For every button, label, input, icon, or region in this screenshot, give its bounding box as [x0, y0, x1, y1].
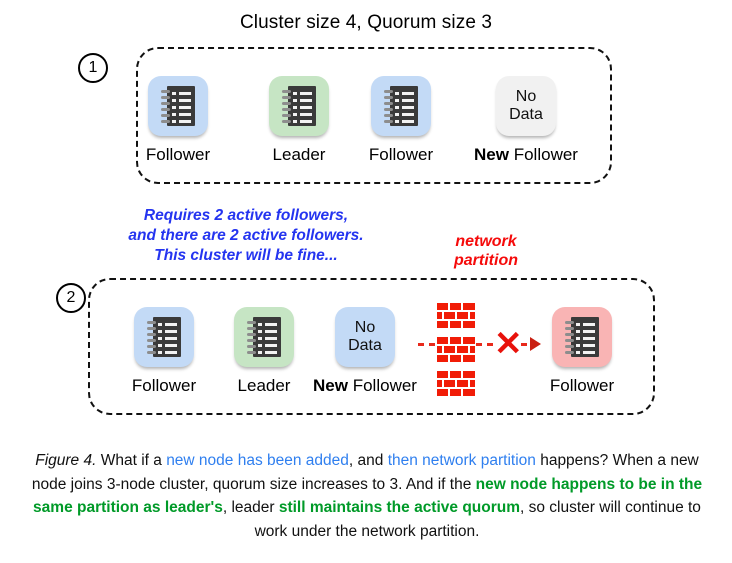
- node-tile: [552, 307, 612, 367]
- network-partition-label: network partition: [406, 232, 566, 270]
- cluster-box-row2: [88, 278, 655, 415]
- quorum-note-blue: Requires 2 active followers, and there a…: [106, 206, 386, 266]
- no-data-tile: No Data: [496, 76, 556, 136]
- node-label-bold: New: [474, 145, 509, 164]
- node-label: Leader: [272, 145, 326, 164]
- node-row2-isolated-follower[interactable]: Follower: [522, 307, 642, 396]
- caption-text-2: , and: [348, 452, 388, 469]
- node-tile: [148, 76, 208, 136]
- notepad-icon: [565, 317, 599, 357]
- node-label-rest: Follower: [348, 376, 417, 395]
- no-data-line1: No: [354, 319, 376, 336]
- caption-text-5: , so cluster will continue to work under…: [254, 499, 701, 540]
- node-tile: [371, 76, 431, 136]
- no-data-line2: Data: [348, 337, 382, 354]
- node-label: New Follower: [466, 145, 586, 165]
- step-number: 2: [66, 289, 76, 306]
- step-number: 1: [88, 59, 98, 76]
- caption-highlight-green-2: still maintains the active quorum: [278, 499, 521, 516]
- notepad-icon: [384, 86, 418, 126]
- node-tile: [234, 307, 294, 367]
- caption-text-3: happens? When a new node joins 3-node cl…: [31, 452, 699, 493]
- network-partition-line2: partition: [454, 252, 518, 269]
- no-data-text: No Data: [348, 319, 382, 355]
- node-row1-leader[interactable]: Leader: [239, 76, 359, 165]
- node-row1-follower-1[interactable]: Follower: [118, 76, 238, 165]
- notepad-icon: [147, 317, 181, 357]
- brick-block: [437, 337, 475, 364]
- node-row2-leader[interactable]: Leader: [204, 307, 324, 396]
- no-data-line2: Data: [509, 106, 543, 123]
- no-data-line1: No: [515, 88, 537, 105]
- caption-highlight-blue-2: then network partition: [387, 452, 536, 469]
- node-tile: [269, 76, 329, 136]
- brick-block: [437, 371, 475, 398]
- page-title: Cluster size 4, Quorum size 3: [239, 12, 493, 33]
- node-label: New Follower: [305, 376, 425, 396]
- caption-highlight-green-1: new node happens to be in the same parti…: [33, 475, 703, 517]
- quorum-note-line2: and there are 2 active followers.: [128, 227, 364, 244]
- node-label-rest: Follower: [509, 145, 578, 164]
- cluster-box-row1: [136, 47, 612, 184]
- brick-block: [437, 303, 475, 330]
- node-row2-new-follower[interactable]: No Data New Follower: [305, 307, 425, 396]
- blocked-link-x-icon: ✕: [494, 325, 523, 363]
- quorum-note-line1: Requires 2 active followers,: [143, 207, 349, 224]
- node-label: Leader: [237, 376, 291, 395]
- no-data-text: No Data: [509, 88, 543, 124]
- node-label: Follower: [549, 376, 615, 395]
- notepad-icon: [247, 317, 281, 357]
- step-marker-1: 1: [78, 53, 108, 83]
- quorum-note-line3: This cluster will be fine...: [154, 247, 338, 264]
- node-row1-new-follower[interactable]: No Data New Follower: [466, 76, 586, 165]
- node-row1-follower-2[interactable]: Follower: [341, 76, 461, 165]
- network-partition-line1: network: [455, 233, 517, 250]
- caption-text-1: What if a: [96, 452, 167, 469]
- node-label-bold: New: [313, 376, 348, 395]
- blocked-link-dash-mid: [476, 343, 494, 346]
- node-tile: [134, 307, 194, 367]
- no-data-tile: No Data: [335, 307, 395, 367]
- notepad-icon: [282, 86, 316, 126]
- figure-caption: Figure 4. What if a new node has been ad…: [24, 449, 710, 543]
- blocked-link-dash-left: [418, 343, 438, 346]
- node-row2-follower-1[interactable]: Follower: [104, 307, 224, 396]
- figure-number: Figure 4.: [35, 452, 97, 469]
- step-marker-2: 2: [56, 283, 86, 313]
- notepad-icon: [161, 86, 195, 126]
- node-label: Follower: [368, 145, 434, 164]
- node-label: Follower: [145, 145, 211, 164]
- blocked-link-dash-right: [521, 343, 530, 346]
- network-partition-wall: [437, 303, 475, 405]
- node-label: Follower: [131, 376, 197, 395]
- caption-text-4: , leader: [222, 499, 279, 516]
- blocked-link-arrowhead: [530, 337, 541, 351]
- caption-highlight-blue-1: new node has been added: [166, 452, 349, 469]
